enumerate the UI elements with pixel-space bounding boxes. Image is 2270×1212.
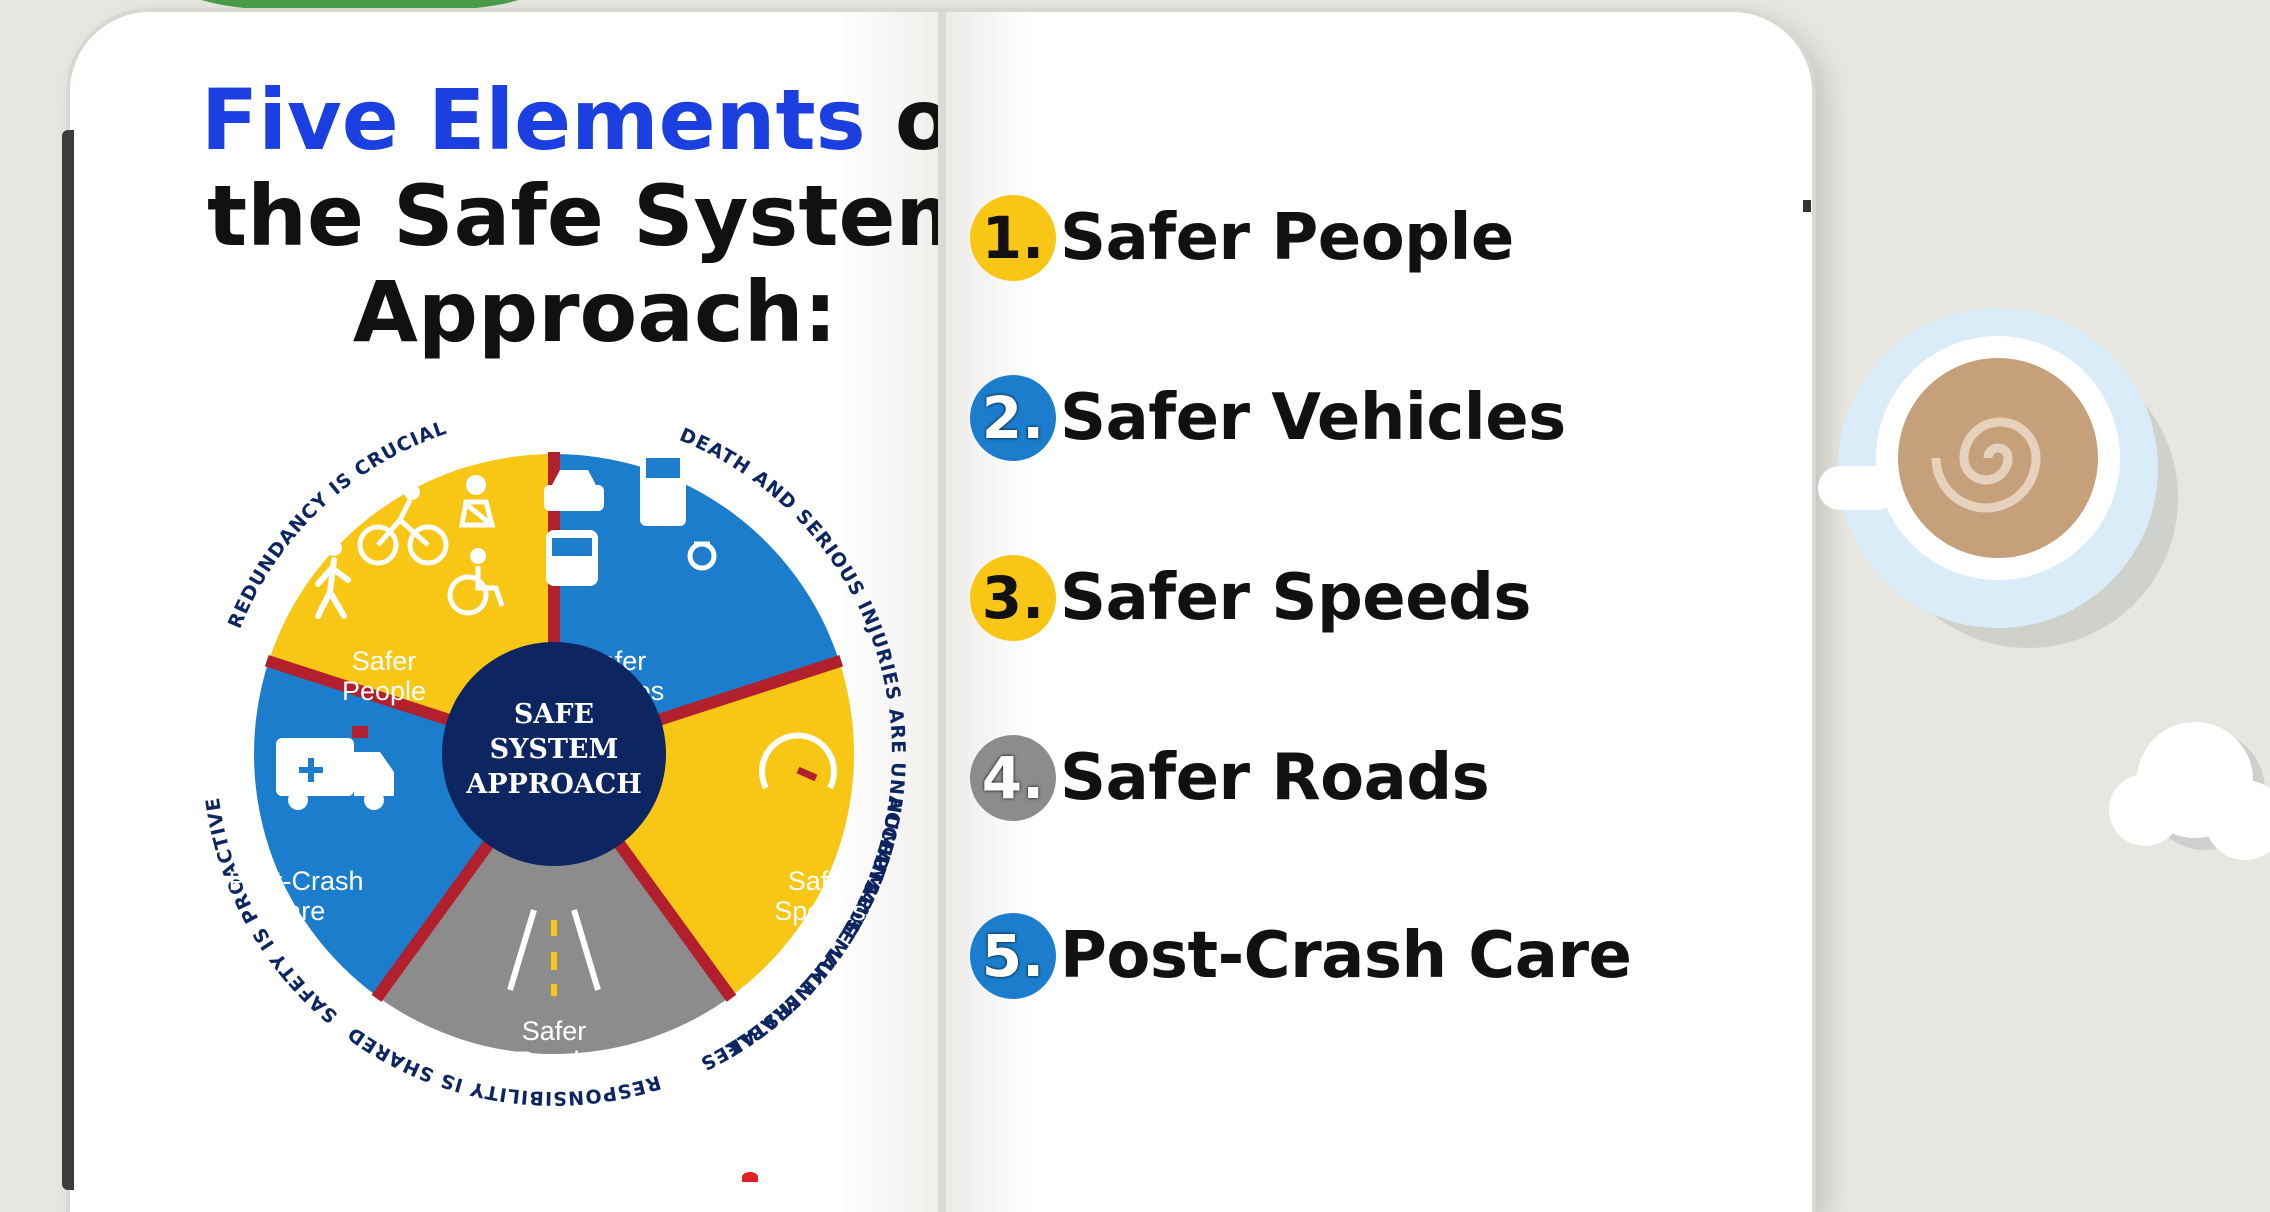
center-line-2: SYSTEM xyxy=(490,734,619,765)
list-item-safer-roads: 4. Safer Roads xyxy=(970,728,1490,828)
list-item-label: Safer People xyxy=(1060,201,1514,275)
cloud-decoration xyxy=(2109,722,2270,860)
number-badge: 3. xyxy=(970,555,1056,641)
segment-label-line: Speeds xyxy=(774,896,866,926)
ambulance-icon xyxy=(276,726,394,810)
road-icon xyxy=(507,909,601,996)
book-cover-edge xyxy=(62,130,74,1190)
small-arrow-mark xyxy=(1803,200,1811,212)
center-circle xyxy=(442,642,666,866)
open-book: Five Elements of the Safe System Approac… xyxy=(70,12,1812,1212)
list-item-safer-people: 1. Safer People xyxy=(970,188,1514,288)
list-item-label: Safer Speeds xyxy=(1060,561,1532,635)
title-line3: Approach: xyxy=(352,263,838,361)
list-item-safer-speeds: 3. Safer Speeds xyxy=(970,548,1532,648)
page-title: Five Elements of the Safe System Approac… xyxy=(195,72,995,360)
wheel-segment xyxy=(377,754,731,1054)
list-item-post-crash-care: 5. Post-Crash Care xyxy=(970,906,1632,1006)
segment-label-line: Roads xyxy=(515,1046,593,1076)
pedestrian-icon xyxy=(315,540,351,619)
left-page: Five Elements of the Safe System Approac… xyxy=(70,12,989,1212)
truck-icon xyxy=(640,450,686,526)
plant-decoration xyxy=(190,0,530,14)
segment-label-line: Safer xyxy=(522,1016,587,1046)
list-item-label: Safer Vehicles xyxy=(1060,381,1566,455)
list-item-safer-vehicles: 2. Safer Vehicles xyxy=(970,368,1566,468)
book-spine xyxy=(938,12,946,1212)
motorcycle-icon xyxy=(687,541,717,571)
speedometer-icon xyxy=(759,732,837,790)
safe-system-wheel: DEATH AND SERIOUS INJURIES ARE UNACCEPTA… xyxy=(202,417,908,1109)
title-line2: the Safe System xyxy=(206,167,983,265)
list-item-label: Safer Roads xyxy=(1060,741,1490,815)
segment-label-line: Safer xyxy=(352,646,417,676)
segment-label-line: Safer xyxy=(788,866,853,896)
title-highlight: Five Elements xyxy=(200,71,866,169)
number-badge: 5. xyxy=(970,913,1056,999)
segment-label-line: People xyxy=(342,676,426,706)
bus-icon xyxy=(546,530,598,586)
segment-label-line: Post-Crash xyxy=(228,866,363,896)
right-page xyxy=(946,12,1812,1212)
center-line-1: SAFE xyxy=(514,699,594,730)
bicycle-icon xyxy=(357,484,449,566)
number-badge: 1. xyxy=(970,195,1056,281)
car-icon xyxy=(544,470,604,511)
segment-label-line: Care xyxy=(267,896,326,926)
center-line-3: APPROACH xyxy=(465,769,641,800)
list-item-label: Post-Crash Care xyxy=(1060,919,1632,993)
number-badge: 2. xyxy=(970,375,1056,461)
number-badge: 4. xyxy=(970,735,1056,821)
coffee-cup-decoration xyxy=(1818,308,2178,648)
seatbelt-person-icon xyxy=(459,475,496,528)
wheelchair-icon xyxy=(447,548,505,616)
red-mark xyxy=(742,1172,758,1182)
